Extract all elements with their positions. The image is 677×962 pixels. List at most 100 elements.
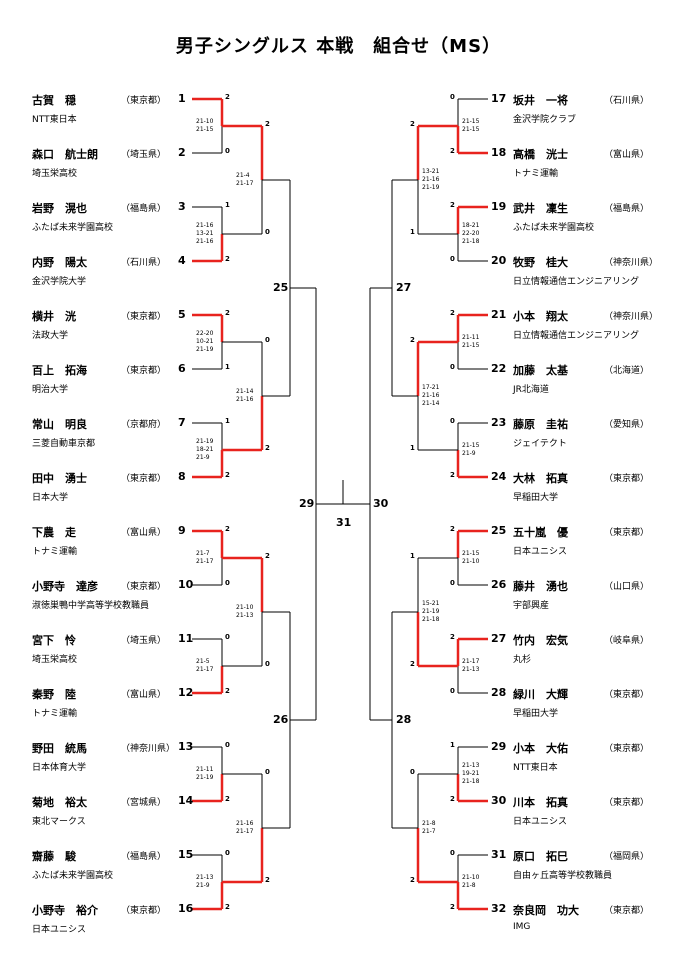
match-score: 2 [450, 903, 455, 911]
player-pref: （山口県） [604, 582, 650, 592]
player-number: 27 [491, 632, 507, 645]
player-number: 5 [178, 308, 186, 321]
game-scores: 21-15 21-15 [462, 118, 480, 133]
player-team: トナミ運輸 [32, 547, 78, 557]
player-number: 23 [491, 416, 507, 429]
match-score: 0 [450, 687, 455, 695]
match-score: 1 [410, 552, 415, 560]
match-number: 28 [396, 713, 412, 726]
player-team: ふたば未来学園高校 [513, 223, 595, 233]
player-name: 川本 拓真 [513, 796, 568, 809]
player-name: 原口 拓巳 [513, 850, 568, 863]
player-number: 10 [178, 578, 194, 591]
player-pref: （東京都） [121, 366, 167, 376]
player-pref: （宮城県） [121, 798, 167, 808]
match-score: 1 [225, 417, 230, 425]
player-name: 野田 統馬 [32, 742, 87, 755]
match-score: 2 [265, 552, 270, 560]
player-number: 12 [178, 686, 194, 699]
player-pref: （北海道） [604, 366, 650, 376]
match-score: 0 [265, 660, 270, 668]
player-name: 菊地 裕太 [32, 796, 87, 809]
player-pref: （神奈川県） [604, 258, 659, 268]
match-score: 2 [265, 876, 270, 884]
match-score: 2 [410, 660, 415, 668]
player-name: 牧野 桂大 [513, 256, 568, 269]
player-pref: （東京都） [121, 474, 167, 484]
player-number: 25 [491, 524, 507, 537]
player-team: 日立情報通信エンジニアリング [513, 277, 640, 287]
match-score: 0 [450, 417, 455, 425]
game-scores: 21-4 21-17 [236, 172, 254, 187]
player-number: 8 [178, 470, 186, 483]
player-team: 日本ユニシス [513, 817, 568, 827]
match-score: 0 [225, 633, 230, 641]
player-number: 19 [491, 200, 507, 213]
game-scores: 21-10 21-8 [462, 874, 480, 889]
player-pref: （東京都） [121, 906, 167, 916]
match-score: 0 [265, 768, 270, 776]
game-scores: 21-16 13-21 21-16 [196, 222, 214, 245]
match-score: 2 [265, 120, 270, 128]
match-score: 2 [225, 903, 230, 911]
game-scores: 21-8 21-7 [422, 820, 436, 835]
match-score: 2 [225, 255, 230, 263]
player-number: 7 [178, 416, 186, 429]
match-score: 0 [225, 579, 230, 587]
game-scores: 21-7 21-17 [196, 550, 214, 565]
player-name: 百上 拓海 [32, 364, 87, 377]
match-score: 2 [410, 120, 415, 128]
player-pref: （東京都） [604, 690, 650, 700]
player-pref: （福島県） [121, 852, 167, 862]
player-number: 24 [491, 470, 507, 483]
player-name: 小本 大佑 [513, 742, 568, 755]
match-score: 2 [225, 687, 230, 695]
match-score: 1 [410, 228, 415, 236]
player-team: 日本体育大学 [32, 763, 87, 773]
player-pref: （東京都） [604, 474, 650, 484]
player-number: 29 [491, 740, 507, 753]
player-team: ジェイテクト [513, 439, 567, 449]
game-scores: 18-21 22-20 21-18 [462, 222, 480, 245]
player-pref: （埼玉県） [121, 150, 167, 160]
player-pref: （埼玉県） [121, 636, 167, 646]
match-score: 0 [265, 336, 270, 344]
player-team: JR北海道 [513, 385, 549, 395]
game-scores: 21-13 19-21 21-18 [462, 762, 480, 785]
page-title: 男子シングルス 本戦 組合せ（MS） [175, 36, 502, 57]
player-team: 埼玉栄高校 [32, 655, 78, 665]
game-scores: 13-21 21-16 21-19 [422, 168, 440, 191]
player-team: NTT東日本 [32, 115, 77, 125]
player-team: ふたば未来学園高校 [32, 223, 114, 233]
player-number: 13 [178, 740, 194, 753]
game-scores: 21-10 21-15 [196, 118, 214, 133]
game-scores: 21-11 21-19 [196, 766, 214, 781]
player-name: 奈良岡 功大 [513, 904, 579, 917]
player-name: 小野寺 裕介 [32, 904, 98, 917]
player-name: 藤井 湧也 [513, 580, 568, 593]
player-number: 22 [491, 362, 507, 375]
match-score: 2 [450, 471, 455, 479]
player-team: 明治大学 [32, 385, 69, 395]
match-score: 0 [450, 255, 455, 263]
player-number: 28 [491, 686, 507, 699]
match-score: 2 [225, 93, 230, 101]
game-scores: 21-17 21-13 [462, 658, 480, 673]
player-pref: （京都府） [121, 420, 167, 430]
match-score: 2 [450, 795, 455, 803]
match-score: 0 [450, 363, 455, 371]
match-score: 0 [265, 228, 270, 236]
player-name: 古賀 穏 [32, 94, 76, 107]
player-number: 14 [178, 794, 194, 807]
player-team: 東北マークス [32, 817, 86, 827]
player-pref: （岐阜県） [604, 636, 650, 646]
player-number: 4 [178, 254, 186, 267]
game-scores: 21-16 21-17 [236, 820, 254, 835]
player-team: トナミ運輸 [513, 169, 559, 179]
player-number: 2 [178, 146, 186, 159]
player-name: 岩野 滉也 [32, 202, 87, 215]
player-pref: （東京都） [604, 744, 650, 754]
match-score: 2 [450, 147, 455, 155]
player-team: NTT東日本 [513, 763, 558, 773]
match-score: 2 [225, 525, 230, 533]
